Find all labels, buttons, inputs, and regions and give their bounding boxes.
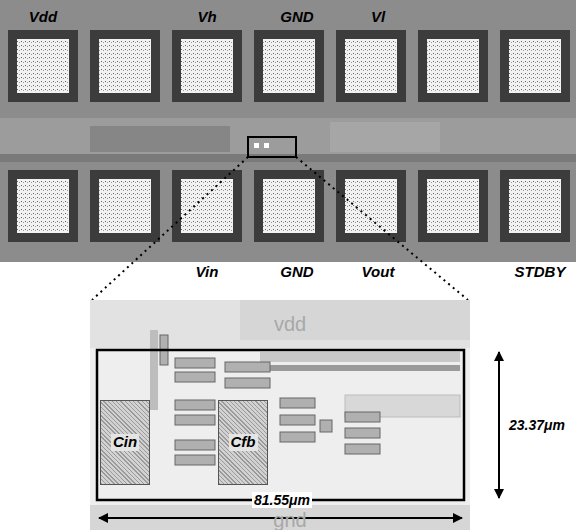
- via: [264, 143, 269, 148]
- bond-pad: [427, 179, 479, 233]
- pin-name: Vin: [196, 264, 219, 279]
- bond-pad: [17, 39, 69, 93]
- pin-name: GND: [280, 9, 313, 24]
- capacitor-box: Cin: [100, 400, 150, 485]
- bond-pad: [181, 39, 233, 93]
- bond-pad: [263, 39, 315, 93]
- bond-pad: [17, 179, 69, 233]
- bond-pad: [172, 30, 242, 102]
- dimension-arrow: [498, 352, 500, 498]
- bond-pad: [172, 170, 242, 242]
- bond-pad: [181, 179, 233, 233]
- metal-block: [330, 122, 440, 152]
- rail-name: gnd: [273, 510, 306, 530]
- gnd-rail: [90, 505, 470, 530]
- vdd-rail: [90, 300, 470, 348]
- rail-name: vdd: [274, 314, 306, 334]
- bond-pad: [99, 179, 151, 233]
- bond-pad: [8, 30, 78, 102]
- bond-pad: [500, 30, 570, 102]
- bond-pad: [418, 30, 488, 102]
- metal-wire: [260, 352, 460, 362]
- bond-pad: [336, 170, 406, 242]
- zoom-box: [248, 137, 296, 157]
- transistor-cells: [160, 335, 380, 465]
- metal-block: [90, 126, 230, 152]
- bond-pad: [254, 170, 324, 242]
- bond-pad: [500, 170, 570, 242]
- bond-pad: [263, 179, 315, 233]
- pin-name: STDBY: [515, 264, 566, 279]
- pin-name: Vh: [197, 9, 216, 24]
- bond-pad: [254, 30, 324, 102]
- zoom-line: [296, 157, 468, 300]
- bond-pad: [418, 170, 488, 242]
- cell-outline: [97, 350, 464, 500]
- bond-pad: [427, 39, 479, 93]
- capacitor-label: Cin: [111, 434, 139, 451]
- layout-view: [90, 300, 470, 530]
- bond-pad: [90, 170, 160, 242]
- bond-pad: [99, 39, 151, 93]
- capacitor-box: Cfb: [218, 400, 268, 485]
- die-photo: [0, 0, 576, 262]
- pin-name: Vout: [362, 264, 395, 279]
- via: [254, 143, 259, 148]
- bond-pad: [336, 30, 406, 102]
- bond-pad: [345, 179, 397, 233]
- pad-row: [8, 30, 570, 242]
- bond-pad: [90, 30, 160, 102]
- pin-name: Vl: [371, 9, 385, 24]
- dimension: 23.37μm: [507, 417, 567, 433]
- bond-pad: [509, 179, 561, 233]
- metal-wire: [150, 330, 158, 410]
- bond-pad: [509, 39, 561, 93]
- bond-pad: [345, 39, 397, 93]
- pin-name: Vdd: [29, 9, 57, 24]
- zoom-line: [92, 157, 248, 300]
- dimension: 81.55μm: [252, 492, 312, 508]
- metal-wire: [260, 365, 460, 371]
- pin-name: GND: [280, 264, 313, 279]
- bond-pad: [8, 170, 78, 242]
- vdd-rail: [240, 300, 470, 340]
- capacitor-label: Cfb: [229, 434, 258, 451]
